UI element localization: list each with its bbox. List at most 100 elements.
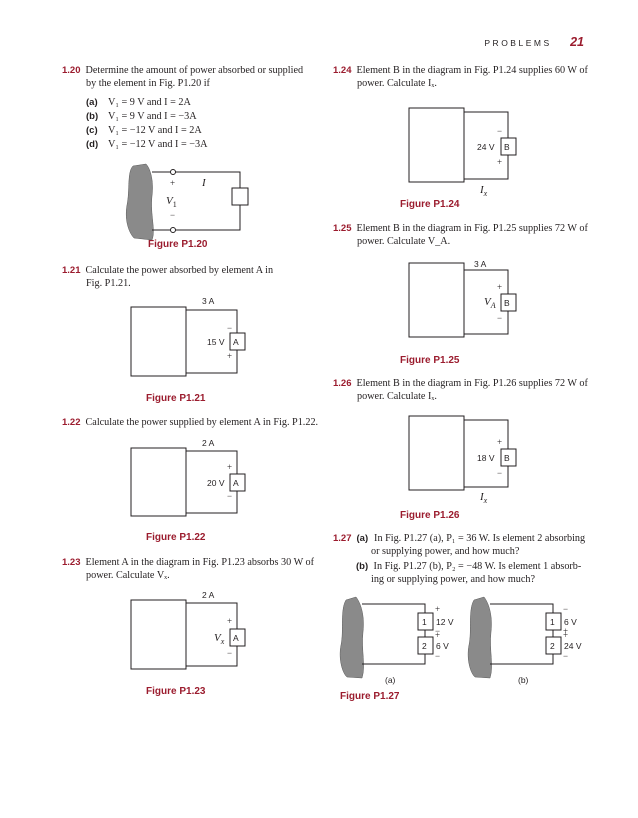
voltage-label: V1 [166,195,177,209]
element-box [231,187,249,206]
page-number: 21 [570,35,584,49]
element-label: A [233,633,239,643]
wire-top [464,419,509,449]
element-2-box-a [417,636,434,655]
voltage-label: VA [484,296,496,310]
wire-bottom [464,155,509,180]
wire-bottom [464,311,509,335]
voltage-label: Vx [214,632,225,646]
bottom-sign: + [227,351,232,361]
problem-number: 1.21 [62,265,81,276]
voltage-letter: V [484,296,492,308]
bottom-sign: + [497,157,502,167]
plus-1-b: + [563,626,568,636]
current-letter: I [479,491,485,503]
problem-1-27: 1.27(a) In Fig. P1.27 (a), P₁ = 36 W. Is… [333,532,603,559]
item-text-cont: ing or supplying power, and how much? [371,574,535,586]
bottom-sign: − [227,648,232,658]
problem-text: Element B in the diagram in Fig. P1.25 s… [356,223,588,234]
problem-number: 1.22 [62,417,81,428]
item-label: (b) [356,561,369,572]
bottom-sign: − [497,313,502,323]
wire-bottom [464,466,509,488]
voltage-letter: V [214,632,222,644]
network-box [408,107,465,183]
problem-text: Calculate the power supplied by element … [85,417,319,428]
element-label: B [504,453,510,463]
element-box [229,473,246,492]
element-label: B [504,142,510,152]
current-letter: I [479,184,485,196]
source-blob-a [339,596,364,679]
wire-top [152,171,241,188]
problem-number: 1.27 [333,533,352,544]
voltage-sub: x [220,637,225,646]
wire-top [186,309,238,333]
current-label: 3 A [202,296,215,306]
problem-number: 1.26 [333,378,352,389]
network-box [130,306,187,377]
item-text-cont: or supplying power, and how much? [371,546,520,558]
subfigure-label-a: (a) [385,675,396,685]
problem-text-cont: power. Calculate Iₓ. [357,391,437,403]
element-label: B [504,298,510,308]
problem-text: Element B in the diagram in Fig. P1.26 s… [356,378,588,389]
top-sign: + [227,616,232,626]
wire-top [464,269,509,294]
element-box [229,628,246,647]
problem-number: 1.23 [62,557,81,568]
current-label: Ix [479,491,488,505]
figure-caption: Figure P1.27 [340,691,400,702]
problem-number: 1.25 [333,223,352,234]
network-box [130,599,187,670]
figure-caption: Figure P1.26 [400,510,460,521]
voltage-sub: A [490,301,496,310]
element-box [500,293,517,312]
item-label: (a) [356,533,369,544]
voltage-1-label-b: 6 V [564,617,577,627]
element-box [500,448,517,467]
item-label: (b) [86,111,99,122]
minus-sign: − [170,210,175,220]
top-sign: + [497,437,502,447]
element-1-label-b: 1 [550,617,555,627]
minus-2-a: − [435,651,440,661]
voltage-label: 15 V [207,337,225,347]
voltage-letter: V [166,195,174,207]
plus-2-b: + [563,630,568,640]
current-sub: x [483,189,488,198]
source-blob-b [467,596,492,679]
current-label: 3 A [474,259,487,269]
current-label: 2 A [202,590,215,600]
wire-top [186,602,238,629]
plus-sign: + [170,178,175,188]
problem-1-20-item-a: (a)V₁ = 9 V and I = 2A [86,96,191,109]
figure-caption: Figure P1.25 [400,355,460,366]
problem-text-cont: power. Calculate V_A. [357,236,451,248]
problem-1-25: 1.25 Element B in the diagram in Fig. P1.… [333,222,595,249]
figure-caption: Figure P1.21 [146,393,206,404]
problem-text: Element B in the diagram in Fig. P1.24 s… [356,65,588,76]
problem-1-20-item-c: (c)V₁ = −12 V and I = 2A [86,124,202,137]
network-box [130,447,187,517]
voltage-label: 24 V [477,142,495,152]
wire-bottom [152,205,241,231]
bottom-sign: − [497,468,502,478]
problem-number: 1.20 [62,65,81,76]
element-box [500,137,517,156]
problem-text-cont: Fig. P1.21. [86,278,131,290]
bottom-sign: − [227,491,232,501]
item-text: V₁ = −12 V and I = −3A [108,139,208,150]
terminal-top [170,169,176,175]
element-1-box-a [417,612,434,631]
problem-text-cont: by the element in Fig. P1.20 if [86,78,210,90]
voltage-2-label-b: 24 V [564,641,582,651]
current-sub: x [483,496,488,505]
item-text: V₁ = 9 V and I = −3A [108,111,197,122]
problem-text-cont: power. Calculate Iₓ. [357,78,437,90]
element-2-box-b [545,636,562,655]
current-label: 2 A [202,438,215,448]
